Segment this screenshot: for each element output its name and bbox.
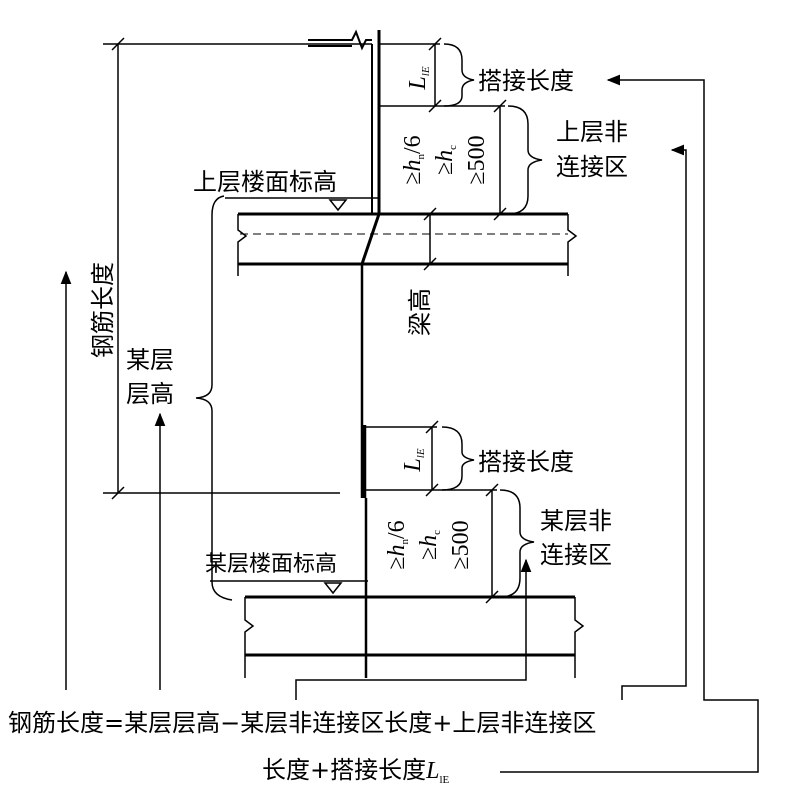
upper-noncontact-label-2: 连接区: [556, 153, 628, 181]
lower-lap-symbol: LlE: [400, 448, 427, 472]
upper-noncontact-dimension: [379, 99, 543, 221]
formula-line-2: 长度+搭接长度LlE: [262, 756, 450, 786]
upper-noncontact-label-1: 上层非: [556, 118, 628, 146]
rebar-length-label: 钢筋长度: [89, 262, 117, 358]
lower-lap-dimension: [364, 420, 475, 497]
svg-text:≥hn/6: ≥hn/6: [384, 520, 411, 569]
svg-text:≥hc: ≥hc: [416, 530, 443, 560]
some-floor-elevation-label: 某层楼面标高: [205, 552, 337, 577]
svg-text:≥hn/6: ≥hn/6: [400, 135, 427, 184]
formula-line-1: 钢筋长度=某层层高−某层非连接区长度+上层非连接区: [8, 709, 596, 737]
some-noncontact-label-2: 连接区: [540, 541, 612, 569]
storey-height-label-2: 层高: [126, 380, 174, 408]
storey-height-label-1: 某层: [126, 346, 174, 374]
lower-lap-length-label: 搭接长度: [478, 448, 574, 476]
svg-text:长度+搭接长度LlE: 长度+搭接长度LlE: [262, 756, 450, 786]
upper-column: [308, 29, 381, 214]
svg-text:LlE: LlE: [400, 448, 427, 472]
upper-lap-dimension: [379, 37, 475, 113]
upper-lap-symbol: LlE: [405, 66, 432, 90]
upper-noncontact-conditions: ≥hn/6 ≥hc ≥500: [400, 135, 490, 184]
upper-floor-elevation-label: 上层楼面标高: [193, 168, 337, 196]
lower-noncontact-dimension: [366, 483, 535, 604]
beam-height-dimension: [423, 207, 437, 271]
lower-noncontact-conditions: ≥hn/6 ≥hc ≥500: [384, 520, 474, 569]
svg-text:≥500: ≥500: [448, 520, 474, 569]
column-bar: [360, 213, 381, 678]
svg-text:≥500: ≥500: [464, 135, 490, 184]
svg-text:≥hc: ≥hc: [432, 145, 459, 175]
storey-height-brace: [195, 195, 233, 601]
leader-arrows: [60, 74, 759, 773]
some-noncontact-label-1: 某层非: [540, 507, 612, 535]
upper-lap-length-label: 搭接长度: [478, 67, 574, 95]
lower-beam: [210, 580, 585, 678]
rebar-length-dimension: [103, 37, 372, 500]
svg-text:LlE: LlE: [405, 66, 432, 90]
beam-height-label: 梁高: [406, 288, 434, 336]
